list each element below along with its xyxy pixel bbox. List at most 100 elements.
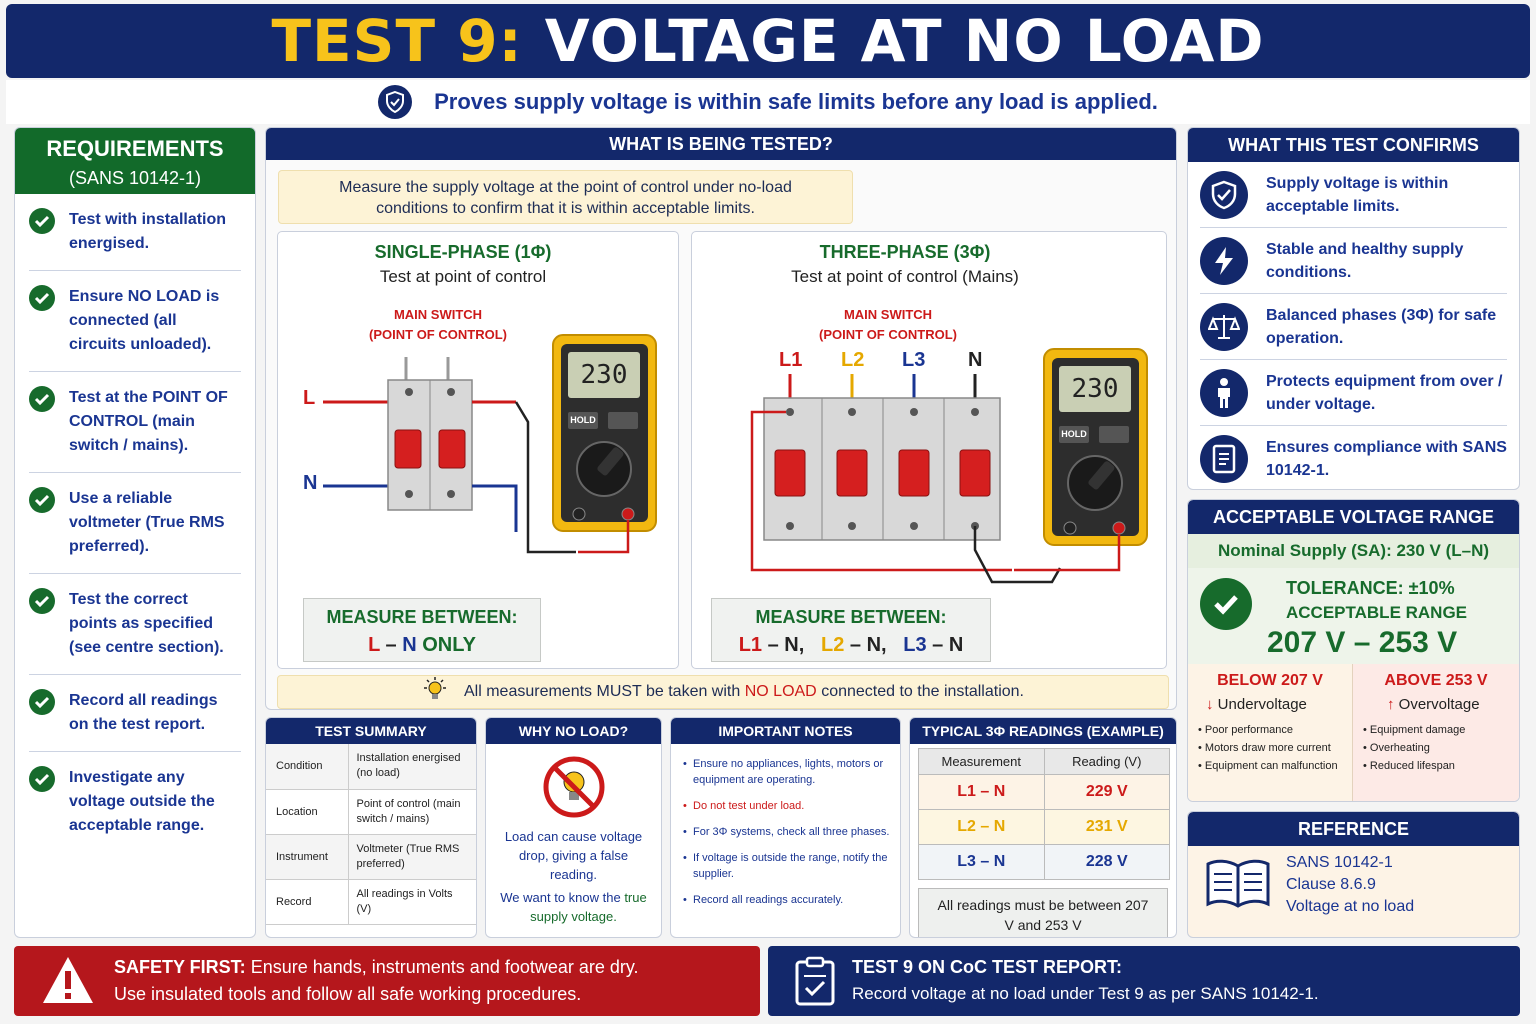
why-no-load-panel: WHY NO LOAD? Load can cause voltage drop… bbox=[485, 717, 662, 938]
confirm-text: Supply voltage is within acceptable limi… bbox=[1266, 174, 1449, 215]
why-text-2a: We want to know the bbox=[500, 890, 625, 905]
requirements-standard: (SANS 10142-1) bbox=[68, 168, 202, 188]
check-icon bbox=[29, 766, 55, 792]
summary-key: Condition bbox=[266, 744, 349, 789]
why-text-1: Load can cause voltage drop, giving a fa… bbox=[504, 829, 643, 882]
measure-dash: – bbox=[379, 634, 403, 656]
three-switch-label-2: (POINT OF CONTROL) bbox=[819, 327, 957, 342]
measure-L2-N: – N, bbox=[844, 634, 887, 656]
subtitle-bar: Proves supply voltage is within safe lim… bbox=[6, 80, 1530, 124]
single-switch-label-1: MAIN SWITCH bbox=[393, 307, 483, 322]
limit-effect: Poor performance bbox=[1198, 721, 1342, 739]
report-banner: TEST 9 ON CoC TEST REPORT: Record voltag… bbox=[768, 946, 1520, 1016]
measure-L3-N: – N bbox=[926, 634, 964, 656]
requirement-item: Ensure NO LOAD is connected (all circuit… bbox=[29, 271, 241, 372]
above-list: Equipment damageOverheatingReduced lifes… bbox=[1363, 721, 1509, 775]
single-switch-label-2: (POINT OF CONTROL) bbox=[369, 327, 507, 342]
typical-readings-panel: TYPICAL 3Φ READINGS (EXAMPLE) Measuremen… bbox=[909, 717, 1177, 938]
checkmark-icon bbox=[1200, 578, 1252, 630]
important-notes-list: Ensure no appliances, lights, motors or … bbox=[671, 744, 900, 908]
three-L3-label: L3 bbox=[902, 349, 926, 371]
reference-line-3: Voltage at no load bbox=[1286, 898, 1415, 915]
test-summary-title: TEST SUMMARY bbox=[266, 718, 476, 744]
summary-value: Voltmeter (True RMS preferred) bbox=[356, 842, 460, 870]
clipboard-icon bbox=[794, 956, 836, 1011]
confirm-text: Ensures compliance with SANS 10142-1. bbox=[1266, 439, 1507, 479]
typical-measurement: L1 – N bbox=[918, 774, 1045, 810]
note-text-highlight: NO LOAD bbox=[744, 683, 817, 700]
test-number: TEST 9: bbox=[271, 7, 523, 75]
check-icon bbox=[29, 208, 55, 234]
three-phase-diagram bbox=[750, 348, 1148, 584]
reference-text: SANS 10142-1 Clause 8.6.9 Voltage at no … bbox=[1286, 852, 1414, 918]
reference-line-2: Clause 8.6.9 bbox=[1286, 876, 1376, 893]
typical-reading: 231 V bbox=[1043, 809, 1170, 845]
three-L1-label: L1 bbox=[779, 349, 803, 371]
single-measure-box: MEASURE BETWEEN: L – N ONLY bbox=[303, 598, 541, 662]
safety-banner: SAFETY FIRST: Ensure hands, instruments … bbox=[14, 946, 760, 1016]
confirms-list: Supply voltage is within acceptable limi… bbox=[1188, 162, 1519, 492]
requirement-item: Record all readings on the test report. bbox=[29, 675, 241, 752]
requirement-text: Investigate any voltage outside the acce… bbox=[69, 769, 215, 834]
page-title: TEST 9: VOLTAGE AT NO LOAD bbox=[6, 4, 1530, 78]
lightning-icon bbox=[1200, 236, 1248, 285]
confirm-text: Balanced phases (3Φ) for safe operation. bbox=[1266, 306, 1497, 347]
typical-col-header: Measurement bbox=[918, 748, 1045, 775]
confirm-item: Ensures compliance with SANS 10142-1. bbox=[1200, 426, 1507, 492]
three-measure-box: MEASURE BETWEEN: L1 – N, L2 – N, L3 – N bbox=[711, 598, 991, 662]
tested-panel: WHAT IS BEING TESTED? Measure the supply… bbox=[265, 127, 1177, 710]
requirements-panel: REQUIREMENTS (SANS 10142-1) Test with in… bbox=[14, 127, 256, 938]
safety-line-2: Use insulated tools and follow all safe … bbox=[114, 984, 582, 1004]
check-icon bbox=[29, 689, 55, 715]
single-meter-display: 230 bbox=[580, 360, 628, 390]
summary-key: Instrument bbox=[266, 834, 349, 879]
three-N-label: N bbox=[968, 349, 983, 371]
requirements-list: Test with installation energised. Ensure … bbox=[15, 194, 255, 852]
summary-key: Record bbox=[266, 879, 349, 924]
requirement-text: Test at the POINT OF CONTROL (main switc… bbox=[69, 389, 228, 454]
note-text-post: connected to the installation. bbox=[821, 683, 1024, 700]
requirement-item: Test with installation energised. bbox=[29, 194, 241, 271]
test-title: VOLTAGE AT NO LOAD bbox=[544, 7, 1265, 75]
measure-L3: L3 bbox=[903, 634, 927, 656]
check-icon bbox=[29, 487, 55, 513]
note-item: Record all readings accurately. bbox=[683, 892, 890, 908]
below-title: BELOW 207 V bbox=[1217, 672, 1323, 689]
safety-bold: SAFETY FIRST: bbox=[114, 957, 246, 977]
confirm-text: Stable and healthy supply conditions. bbox=[1266, 240, 1464, 281]
measure-N: N bbox=[402, 634, 417, 656]
requirement-text: Record all readings on the test report. bbox=[69, 692, 218, 733]
three-measure-values: L1 – N, L2 – N, L3 – N bbox=[712, 634, 990, 657]
three-phase-title: THREE-PHASE (3Φ) bbox=[819, 242, 991, 262]
three-phase-card: THREE-PHASE (3Φ) Test at point of contro… bbox=[691, 231, 1167, 669]
limit-effect: Equipment damage bbox=[1363, 721, 1509, 739]
no-load-icon bbox=[486, 754, 661, 825]
single-phase-title: SINGLE-PHASE (1Φ) bbox=[374, 242, 552, 262]
tolerance-text: TOLERANCE: ±10% bbox=[1286, 578, 1455, 598]
requirement-item: Test the correct points as specified (se… bbox=[29, 574, 241, 675]
three-switch-label: MAIN SWITCH (POINT OF CONTROL) bbox=[788, 305, 988, 345]
note-item: For 3Φ systems, check all three phases. bbox=[683, 824, 890, 840]
summary-value: All readings in Volts (V) bbox=[356, 887, 453, 915]
single-phase-diagram bbox=[323, 334, 657, 554]
requirements-title: REQUIREMENTS bbox=[46, 136, 224, 161]
limit-effect: Reduced lifespan bbox=[1363, 757, 1509, 775]
confirms-panel: WHAT THIS TEST CONFIRMS Supply voltage i… bbox=[1187, 127, 1520, 490]
range-limits: BELOW 207 V ↓ Undervoltage Poor performa… bbox=[1188, 664, 1519, 801]
requirement-text: Ensure NO LOAD is connected (all circuit… bbox=[69, 288, 220, 353]
why-no-load-title: WHY NO LOAD? bbox=[486, 718, 661, 744]
subtitle-text: Proves supply voltage is within safe lim… bbox=[434, 89, 1158, 114]
typical-measurement: L3 – N bbox=[918, 844, 1045, 880]
limit-effect: Equipment can malfunction bbox=[1198, 757, 1342, 775]
summary-key: Location bbox=[266, 789, 349, 834]
important-notes-panel: IMPORTANT NOTES Ensure no appliances, li… bbox=[670, 717, 901, 938]
check-icon bbox=[29, 386, 55, 412]
up-arrow-icon: ↑ bbox=[1387, 696, 1395, 713]
